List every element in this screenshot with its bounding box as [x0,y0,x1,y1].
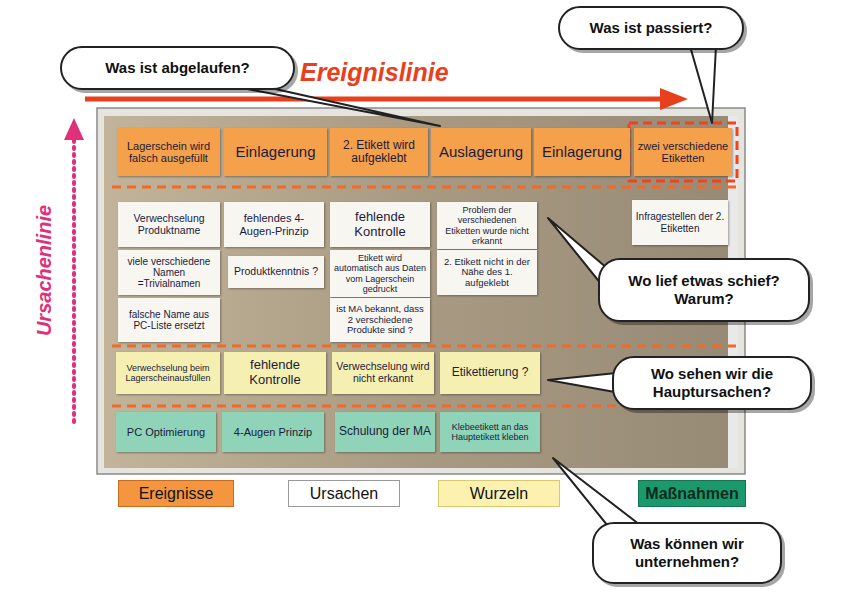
event-arrow [85,97,662,102]
sticky-note: Lagerschein wird falsch ausgefüllt [117,128,220,176]
sticky-note: zwei verschiedene Etiketten [634,128,732,176]
sticky-note: viele verschiedene Namen =Trivialnamen [118,250,220,295]
note-text: Klebeetikett an das Hauptetikett kleben [443,422,537,442]
legend-text: Wurzeln [470,485,528,503]
note-text: fehlende Kontrolle [333,210,427,239]
note-text: Lagerschein wird falsch ausgefüllt [120,140,217,165]
sticky-note: 2. Etikett nicht in der Nähe des 1. aufg… [437,250,537,295]
legend-text: Maßnahmen [645,485,738,503]
sticky-note: Problem der verschiedenen Etiketten wurd… [437,202,537,249]
note-text: 2. Etikett nicht in der Nähe des 1. aufg… [440,257,534,289]
legend-text: Ereignisse [139,485,214,503]
arrow-head [64,118,84,140]
sticky-note: Verwechselung beim Lagerscheinausfüllen [116,352,220,394]
note-text: fehlende Kontrolle [227,358,323,387]
sticky-note: Einlagerung [224,128,327,176]
note-text: viele verschiedene Namen =Trivialnamen [121,256,217,290]
sticky-note: Infragestellen der 2. Etiketten [632,200,728,245]
bubble-text: Wo lief etwas schief? Warum? [612,272,796,308]
sticky-note: Klebeetikett an das Hauptetikett kleben [440,412,540,452]
note-text: Verwechselung wird nicht erkannt [335,361,431,385]
axis-label: Ursachenlinie [34,204,57,335]
note-text: Verwechselung Produktname [121,213,217,237]
bubble-text: Was ist abgelaufen? [105,59,249,77]
sticky-note: Etikett wird automatisch aus Daten vom L… [330,250,430,297]
note-text: 4-Augen Prinzip [234,426,312,438]
speech-bubble: Wo sehen wir die Hauptursachen? [612,356,812,410]
note-text: PC Optimierung [127,426,205,438]
sticky-note: falsche Name aus PC-Liste ersetzt [118,298,220,342]
axis-label: Ereignislinie [300,58,449,87]
sticky-note: Verwechselung Produktname [118,202,220,247]
note-text: Problem der verschiedenen Etiketten wurd… [440,205,534,245]
sticky-note: PC Optimierung [116,412,216,452]
sticky-note: Produktkenntnis ? [228,256,324,288]
sticky-note: Auslagerung [431,128,531,176]
note-text: Infragestellen der 2. Etiketten [635,211,725,233]
legend-swatch: Ereignisse [118,480,234,507]
speech-bubble: Was ist passiert? [558,6,744,50]
legend-swatch: Wurzeln [438,480,560,507]
note-text: zwei verschiedene Etiketten [637,140,729,165]
sticky-note: Verwechselung wird nicht erkannt [332,352,434,394]
legend-swatch: Maßnahmen [638,480,746,507]
speech-bubble: Was können wir unternehmen? [592,522,782,584]
sticky-note: Schulung der MA [335,412,435,452]
sticky-note: fehlendes 4-Augen-Prinzip [224,202,324,247]
note-text: 2. Etikett wird aufgeklebt [333,139,425,166]
legend-swatch: Ursachen [288,480,400,507]
highlight-frame [629,123,737,181]
speech-bubble: Wo lief etwas schief? Warum? [598,258,810,322]
bubble-text: Was ist passiert? [590,19,713,37]
bubble-text: Was können wir unternehmen? [606,535,768,571]
cause-arrow [72,140,76,422]
note-text: Verwechselung beim Lagerscheinausfüllen [119,363,217,383]
sticky-note: 2. Etikett wird aufgeklebt [330,128,428,176]
speech-bubble: Was ist abgelaufen? [60,46,295,90]
note-text: Auslagerung [439,144,523,161]
sticky-note: fehlende Kontrolle [224,352,326,394]
bubble-text: Wo sehen wir die Hauptursachen? [626,365,798,401]
note-text: fehlendes 4-Augen-Prinzip [227,212,321,237]
note-text: Einlagerung [235,144,315,161]
sticky-note: ist MA bekannt, dass 2 verschiedene Prod… [330,298,430,342]
note-text: Einlagerung [542,144,622,161]
legend-text: Ursachen [310,485,378,503]
note-text: ist MA bekannt, dass 2 verschiedene Prod… [333,304,427,336]
sticky-note: Etikettierung ? [440,352,540,394]
sticky-note: fehlende Kontrolle [330,202,430,247]
note-text: Etikettierung ? [452,366,529,379]
note-text: Schulung der MA [339,425,431,438]
sticky-note: 4-Augen Prinzip [222,412,324,452]
note-text: Etikett wird automatisch aus Daten vom L… [333,253,427,293]
note-text: falsche Name aus PC-Liste ersetzt [121,309,217,331]
arrow-head [660,88,688,110]
note-text: Produktkenntnis ? [234,266,318,278]
sticky-note: Einlagerung [534,128,630,176]
